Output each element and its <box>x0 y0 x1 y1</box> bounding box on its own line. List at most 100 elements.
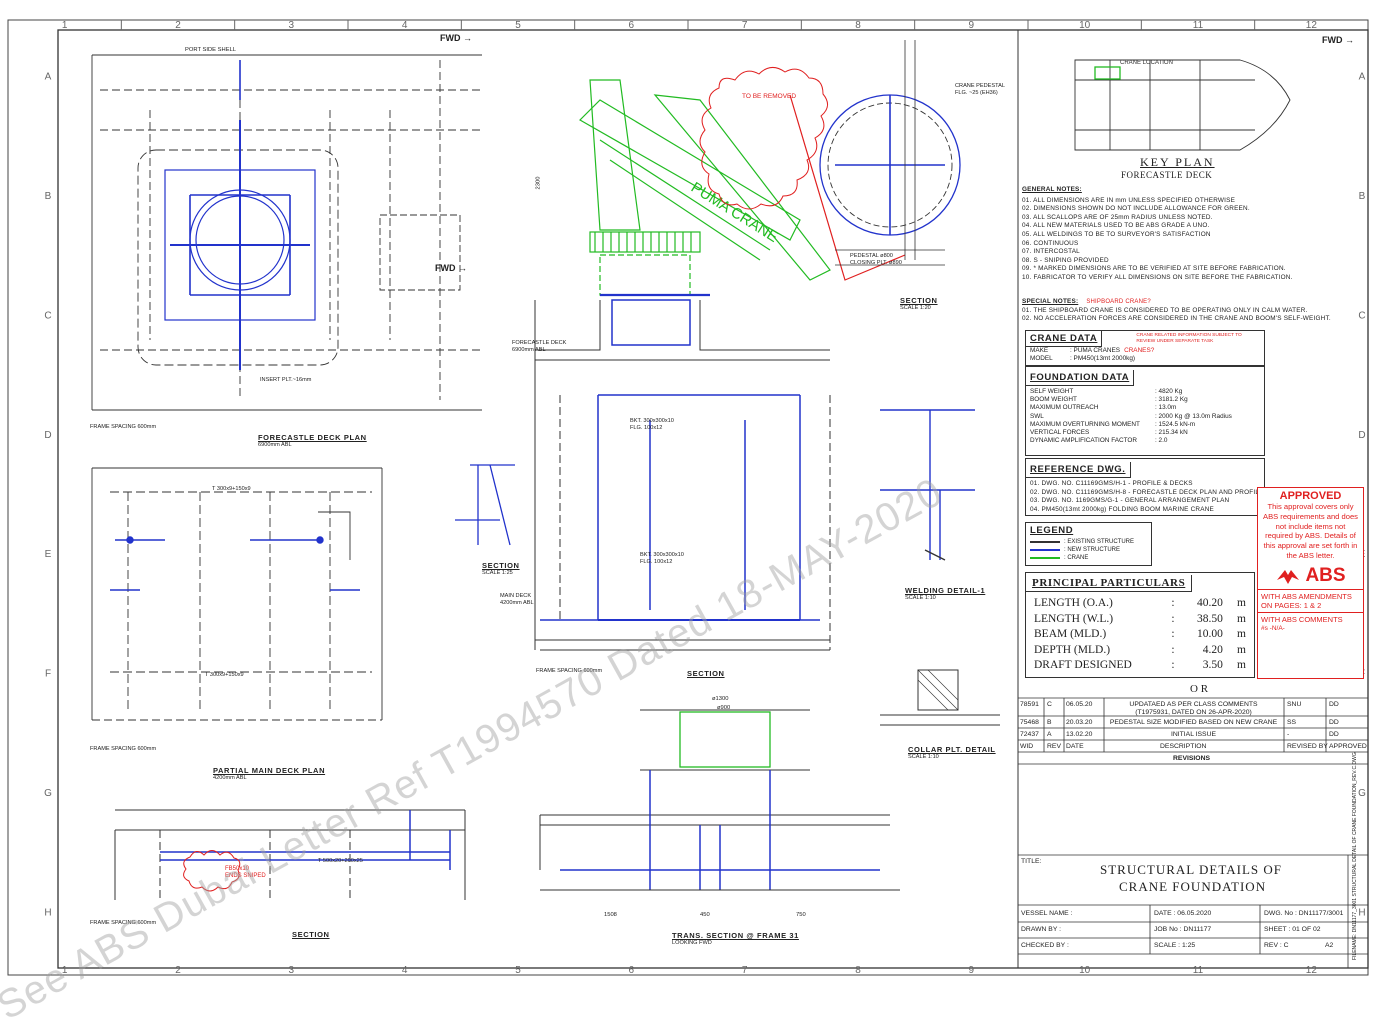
principal-unit: m <box>1237 597 1246 609</box>
grid-col-2: 2 <box>175 965 181 976</box>
crane-model-key: MODEL <box>1030 355 1053 363</box>
tb-scale: SCALE : 1:25 <box>1154 942 1196 949</box>
foundation-data-title: FOUNDATION DATA <box>1026 370 1135 386</box>
revision-app: DD <box>1329 719 1339 726</box>
frame-spacing-c: FRAME SPACING 600mm <box>536 668 603 674</box>
reference-title: REFERENCE DWG. <box>1026 462 1131 478</box>
grid-col-5: 5 <box>515 965 521 976</box>
note-08: 08. S - SNIPING PROVIDED <box>1022 256 1109 264</box>
revision-wid: 78591 <box>1020 701 1039 708</box>
grid-row-A: A <box>45 72 52 83</box>
title-line-1: STRUCTURAL DETAILS OF <box>1100 862 1282 877</box>
foundation-val: : 215.34 kN <box>1155 429 1188 437</box>
principal-colon: : <box>1171 628 1175 640</box>
note-03: 03. ALL SCALLOPS ARE OF 25mm RADIUS UNLE… <box>1022 213 1213 221</box>
note-02: 02. DIMENSIONS SHOWN DO NOT INCLUDE ALLO… <box>1022 205 1250 213</box>
tb-job-no: JOB No : DN11177 <box>1154 926 1212 933</box>
legend-swatch <box>1030 549 1060 551</box>
crane-data-markup-a: CRANES? <box>1124 347 1155 354</box>
crane-data-markup-b: CRANE RELATED INFORMATION SUBJECT TO REV… <box>1136 333 1242 344</box>
grid-col-11: 11 <box>1193 965 1204 976</box>
collar-detail-drawing <box>880 669 1000 726</box>
foundation-row: BOOM WEIGHT: 3181.2 Kg <box>1030 396 1260 404</box>
revision-header: WID <box>1020 743 1034 750</box>
principal-val: 4.20 <box>1202 643 1223 656</box>
grid-col-8: 8 <box>855 965 861 976</box>
trans-section-title: TRANS. SECTION @ FRAME 31 <box>672 931 799 940</box>
view-title-6f: SECTION <box>687 669 725 678</box>
crane-foundation-existing <box>534 300 831 651</box>
revision-header: APPROVED <box>1329 743 1367 750</box>
grid-row-B: B <box>45 191 52 202</box>
foundation-row: SELF WEIGHT: 4820 Kg <box>1030 388 1260 396</box>
principal-unit: m <box>1237 659 1246 671</box>
grid-row-H: H <box>1358 907 1365 918</box>
revision-desc: UPDATAED AS PER CLASS COMMENTS <box>1129 701 1258 708</box>
abs-approved-title: APPROVED <box>1279 490 1342 502</box>
grid-row-D: D <box>1358 430 1365 441</box>
dim-450: 450 <box>700 912 710 918</box>
tb-filename: FILENAME: DN11177_3001 STRUCTURAL DETAIL… <box>1352 752 1358 960</box>
foundation-row: SWL: 2000 Kg @ 13.0m Radius <box>1030 413 1260 421</box>
principal-colon: : <box>1171 643 1175 656</box>
drawing-canvas: 112233445566778899101011111212AABBCCDDEE… <box>7 19 1369 976</box>
revision-header: DATE <box>1066 743 1084 750</box>
bkt-b-text: BKT. 300x300x10 <box>640 552 684 558</box>
port-side-shell-label: PORT SIDE SHELL <box>185 47 237 53</box>
revision-table-lines <box>1018 697 1368 765</box>
forecastle-deck-text: FORECASTLE DECK <box>512 340 567 346</box>
removed-line <box>789 94 906 281</box>
revision-header: DESCRIPTION <box>1160 743 1207 750</box>
principal-key: LENGTH (O.A.) <box>1034 597 1113 609</box>
crane-location-label: CRANE LOCATION <box>1120 60 1173 66</box>
legend-swatch <box>1030 557 1060 559</box>
principal-val: 3.50 <box>1202 659 1223 671</box>
principal-key: LENGTH (W.L.) <box>1034 612 1114 625</box>
grid-col-7: 7 <box>742 20 748 31</box>
partial-main-new-structure <box>110 536 360 591</box>
abs-approved-text: This approval covers only ABS requiremen… <box>1263 502 1358 560</box>
section-6f-title: SECTION <box>687 669 725 678</box>
revision-desc: INITIAL ISSUE <box>1170 731 1217 738</box>
foundation-val: : 2000 Kg @ 13.0m Radius <box>1155 412 1232 420</box>
grid-col-4: 4 <box>402 20 408 31</box>
grid-row-G: G <box>44 788 52 799</box>
reference-02: 02. DWG. NO. C11169GMS/H-8 - FORECASTLE … <box>1030 488 1264 496</box>
section-3g-title: SECTION <box>292 930 330 939</box>
dim-1300: ø1300 <box>712 696 729 702</box>
foundation-val: : 2.0 <box>1155 437 1168 445</box>
foundation-row: MAXIMUM OUTREACH: 13.0m <box>1030 404 1260 412</box>
grid-col-1: 1 <box>62 965 68 976</box>
foundation-key: VERTICAL FORCES <box>1030 429 1090 437</box>
bkt-a-flg: FLG. 100x12 <box>630 425 663 431</box>
principal-key: BEAM (MLD.) <box>1034 628 1107 640</box>
crane-pedestal-flg: FLG. ~25 (EH36) <box>955 90 998 96</box>
principal-unit: m <box>1237 643 1246 656</box>
foundation-row: VERTICAL FORCES : 215.34 kN <box>1030 429 1260 437</box>
note-05: 05. ALL WELDINGS TO BE TO SURVEYOR'S SAT… <box>1022 230 1211 238</box>
tb-size: A2 <box>1325 942 1334 949</box>
tb-date: DATE : 06.05.2020 <box>1154 910 1212 917</box>
t-section-b-label: T 500x20+200x25 <box>318 858 363 864</box>
special-notes-title: SPECIAL NOTES: <box>1022 298 1079 305</box>
legend-label: : EXISTING STRUCTURE <box>1064 539 1135 545</box>
inner-border <box>57 29 1369 969</box>
pedestal-dia: PEDESTAL ø800 <box>850 253 893 259</box>
grid-col-2: 2 <box>175 20 181 31</box>
fb50x10-cloud <box>183 850 241 892</box>
note-07: 07. INTERCOSTAL <box>1022 248 1080 256</box>
foundation-key: SELF WEIGHT <box>1030 388 1074 395</box>
tb-sheet: SHEET : 01 OF 02 <box>1264 926 1321 933</box>
welding-title: WELDING DETAIL-1 <box>905 586 986 595</box>
t-section-label-b: T 300x9+150x9 <box>205 672 244 678</box>
foundation-row: MAXIMUM OVERTURNING MOMENT: 1524.5 kN-m <box>1030 421 1260 429</box>
